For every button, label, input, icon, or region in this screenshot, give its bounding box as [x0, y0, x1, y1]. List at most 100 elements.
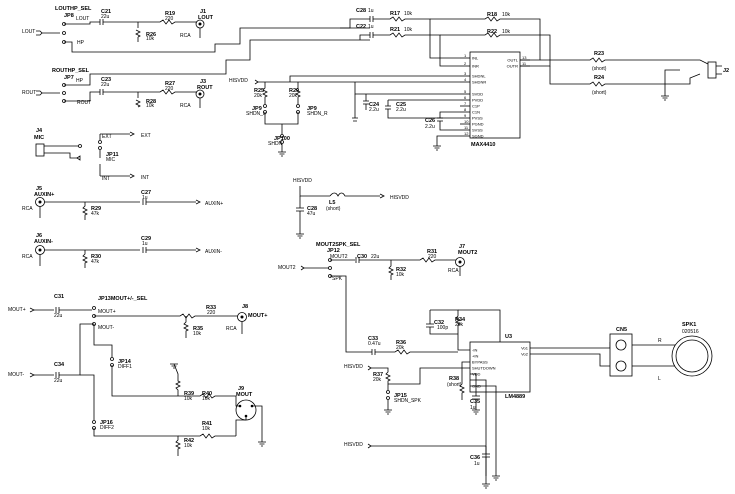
- c30-val: 22u: [371, 254, 380, 260]
- port-hisvdd4: HISVDD: [344, 364, 363, 370]
- max4410-pin-number: 10: [464, 119, 469, 124]
- j3-name: ROUT: [197, 85, 213, 91]
- c28-val: 1u: [368, 8, 374, 14]
- j5-name: AUXIN+: [34, 192, 54, 198]
- c34-ref: C34: [54, 362, 65, 368]
- j8-rca: RCA: [226, 326, 237, 332]
- port-mout-p: MOUT+: [8, 307, 26, 313]
- auxin-n-section: J6 AUXIN- RCA R30 47k C29 1u AUXIN-: [22, 233, 222, 268]
- c22-val: 1u: [368, 24, 374, 30]
- c33-val: 0.47u: [368, 341, 381, 347]
- jp7-a: HP: [76, 78, 84, 84]
- l5-section: HISVDD L5 (short) HISVDD C28 47u: [293, 178, 409, 239]
- c36-ref: C36: [470, 455, 480, 461]
- c31-ref: C31: [54, 294, 64, 300]
- r35-val: 10k: [193, 331, 202, 337]
- u3-name: LM4889: [505, 394, 525, 400]
- port-hisvdd1: HISVDD: [229, 78, 248, 84]
- c32-ref: C32: [434, 320, 444, 326]
- port-ext: EXT: [141, 133, 151, 139]
- jp8-a: LOUT: [76, 16, 89, 22]
- r23-ref: R23: [594, 51, 604, 57]
- r34-val: 20k: [455, 322, 464, 328]
- r18-val: 10k: [502, 12, 511, 18]
- r31-val: 220: [428, 254, 437, 260]
- r18-ref: R18: [487, 12, 497, 18]
- lm4889-pin-label: Vo2: [521, 352, 529, 357]
- port-rout: ROUT: [22, 90, 36, 96]
- j2-jack: [707, 61, 717, 79]
- r32-ref: R32: [396, 267, 406, 273]
- r29-val: 47k: [91, 211, 100, 217]
- jp13-b: MOUT-: [98, 325, 114, 331]
- lout-section: LOUT LOUTHP_SEL JP8 LOUT HP C21 22u R26 …: [22, 6, 370, 53]
- max4410-pin-number: 8: [464, 107, 467, 112]
- c32-val: 100p: [437, 325, 448, 331]
- c35-val: 1u: [470, 405, 476, 411]
- lm4889-body: [469, 341, 531, 393]
- r26-val: 10k: [146, 36, 155, 42]
- r40-val: 10k: [202, 396, 211, 402]
- r30-val: 47k: [91, 259, 100, 265]
- jp11-ref: JP11: [106, 152, 119, 158]
- max4410-pin-label: PGND: [472, 122, 484, 127]
- max4410-pin-number: 11: [464, 125, 469, 130]
- max4410-pin-label: SVDD: [472, 92, 483, 97]
- jp13-name: JP13MOUT+/-_SEL: [98, 296, 148, 302]
- lm4889-section: C32 100p R34 20k C33 0.47u R36 20k HISVD…: [344, 309, 713, 489]
- c26-ref: C26: [425, 118, 435, 124]
- r41-ref: R41: [202, 421, 212, 427]
- jp16-name: DIFF2: [100, 425, 114, 431]
- c27-val: 1u: [142, 195, 148, 201]
- max4410-pin-number: 2: [464, 61, 467, 66]
- jp13-a: MOUT+: [98, 309, 116, 315]
- shdn-section: HISVDD R25 20k R29 20k JP9 SHDN_L JP9 SH…: [229, 75, 460, 157]
- jp7-pin2: [62, 91, 66, 95]
- port-auxin-n: AUXIN-: [205, 249, 222, 255]
- jp9-ref: JP9: [252, 106, 262, 112]
- r25-val: 20k: [254, 93, 263, 99]
- l5-val: (short): [326, 206, 341, 212]
- j8-name: MOUT+: [248, 313, 267, 319]
- max4410-pin-number: 7: [464, 101, 467, 106]
- port-lout: LOUT: [22, 29, 35, 35]
- hp-output: R23 (short) R24 (short) J2: [540, 51, 729, 101]
- r22-val: 10k: [502, 29, 511, 35]
- c24-val: 2.2u: [369, 107, 379, 113]
- c23-ref: C23: [101, 77, 111, 83]
- input-network: C28 1u R17 10k C22 1u R21 10k R18 10k R2…: [340, 8, 551, 67]
- jp12-a: MOUT2: [330, 254, 348, 260]
- j5-rca: RCA: [22, 206, 33, 212]
- max4410-pin-label: PVDD: [472, 98, 483, 103]
- r29-ref: R29: [91, 206, 101, 212]
- j2-ref: J2: [723, 68, 729, 74]
- max4410-name: MAX4410: [471, 142, 495, 148]
- j7-rca: RCA: [448, 268, 459, 274]
- mic-jack: [35, 143, 45, 157]
- c21-ref: C21: [101, 9, 111, 15]
- c29-val: 1u: [142, 241, 148, 247]
- r28-ref: R28: [146, 99, 156, 105]
- jp9b-name: SHDN_R: [307, 111, 328, 117]
- jp9-name: SHDN_L: [246, 111, 266, 117]
- c30-ref: C30: [357, 254, 367, 260]
- max4410-pin-label: C1N: [472, 110, 480, 115]
- j6-ref: J6: [36, 233, 42, 239]
- j1-name: LOUT: [198, 15, 214, 21]
- spk-l-label: L: [658, 376, 661, 382]
- c24-ref: C24: [369, 102, 380, 108]
- max4410-pin-number: 3: [464, 71, 467, 76]
- max4410-pin-number: 13: [522, 55, 527, 60]
- r25-ref: R25: [254, 88, 264, 94]
- r42-val: 10k: [184, 443, 193, 449]
- jp8-b: HP: [77, 40, 85, 46]
- c22-ref: C22: [356, 24, 366, 30]
- jp8-ref: JP8: [64, 13, 74, 19]
- r30-ref: R30: [91, 254, 101, 260]
- max4410-pin-number: 1: [464, 53, 467, 58]
- port-hisvdd3: HISVDD: [390, 195, 409, 201]
- rout-section: ROUT ROUTHP_SEL JP7 HP ROUT C23 22u R28 …: [22, 39, 370, 109]
- c25-val: 2.2u: [396, 107, 406, 113]
- c28-ref: C28: [356, 8, 366, 14]
- max4410-pin-label: OUTR: [507, 64, 518, 69]
